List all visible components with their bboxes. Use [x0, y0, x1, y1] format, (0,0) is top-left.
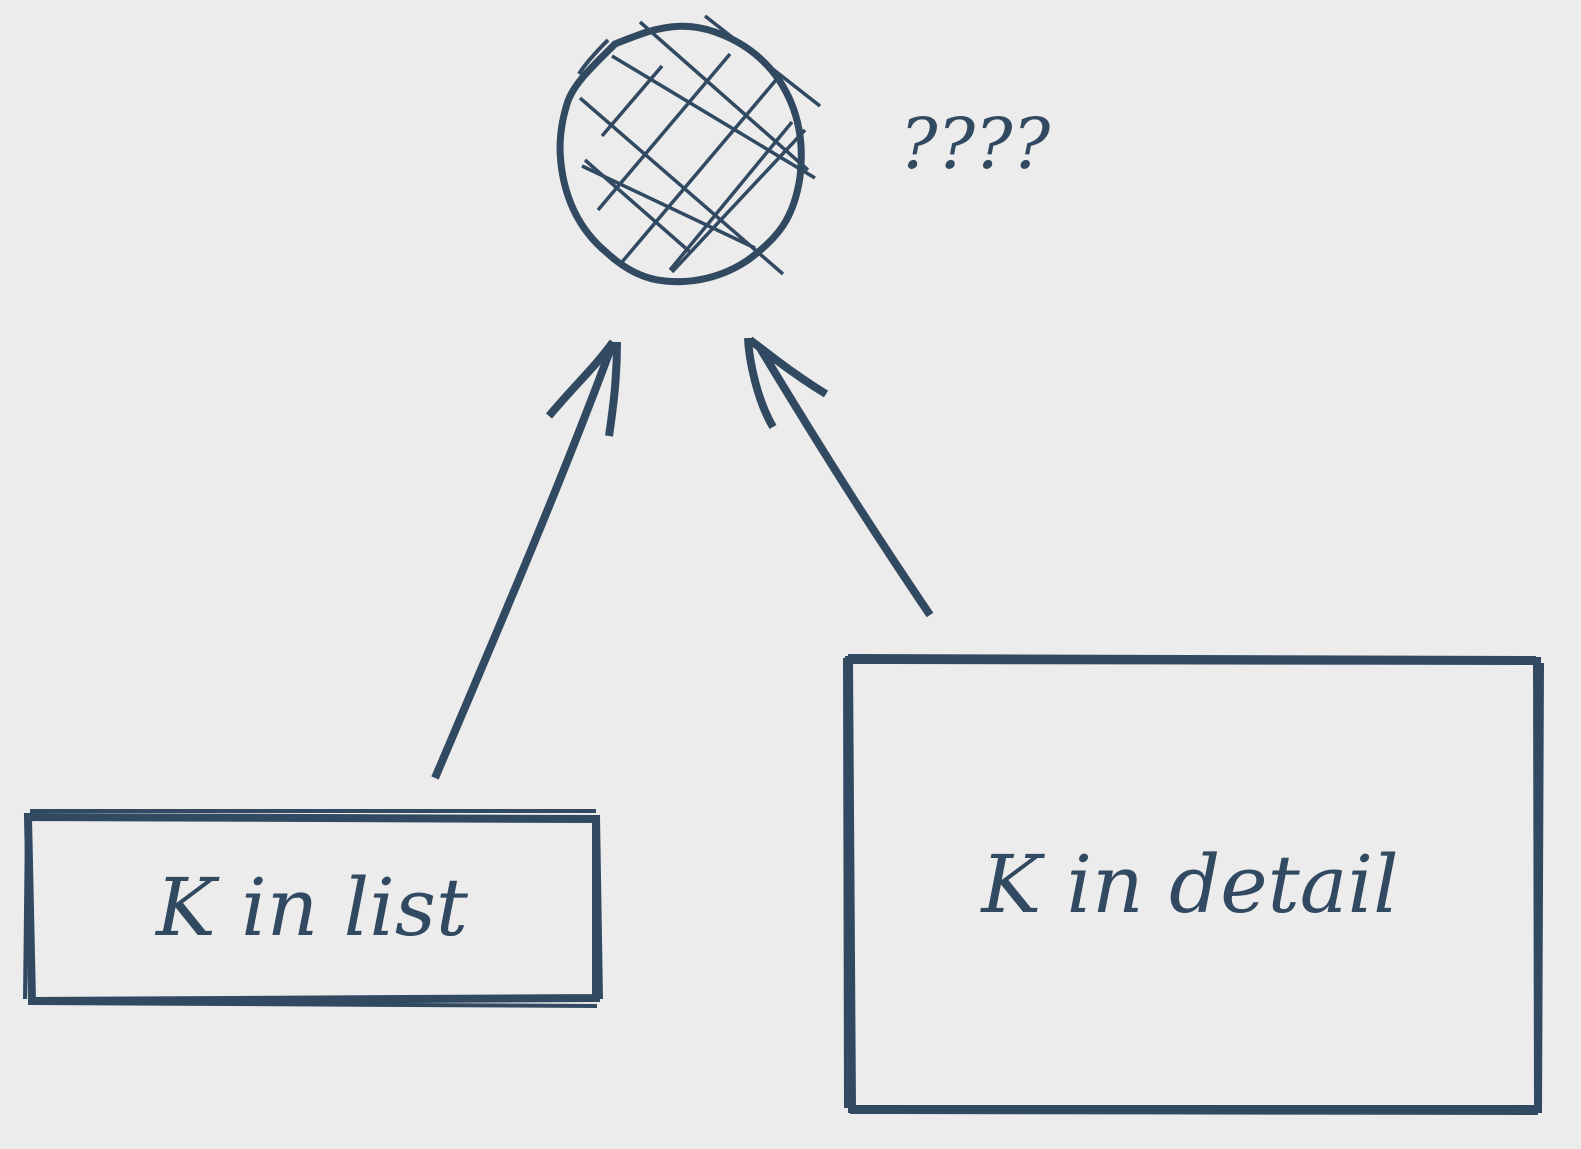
arrow-list-to-target: [431, 339, 621, 780]
unknown-target-label: ????: [900, 103, 1051, 185]
k-in-list-label: K in list: [154, 861, 469, 954]
unknown-target-circle: [556, 14, 822, 286]
k-in-detail-box: [843, 654, 1544, 1115]
k-in-detail-label: K in detail: [979, 838, 1398, 931]
arrow-detail-to-target: [744, 336, 934, 618]
k-in-list-box: [23, 809, 603, 1008]
